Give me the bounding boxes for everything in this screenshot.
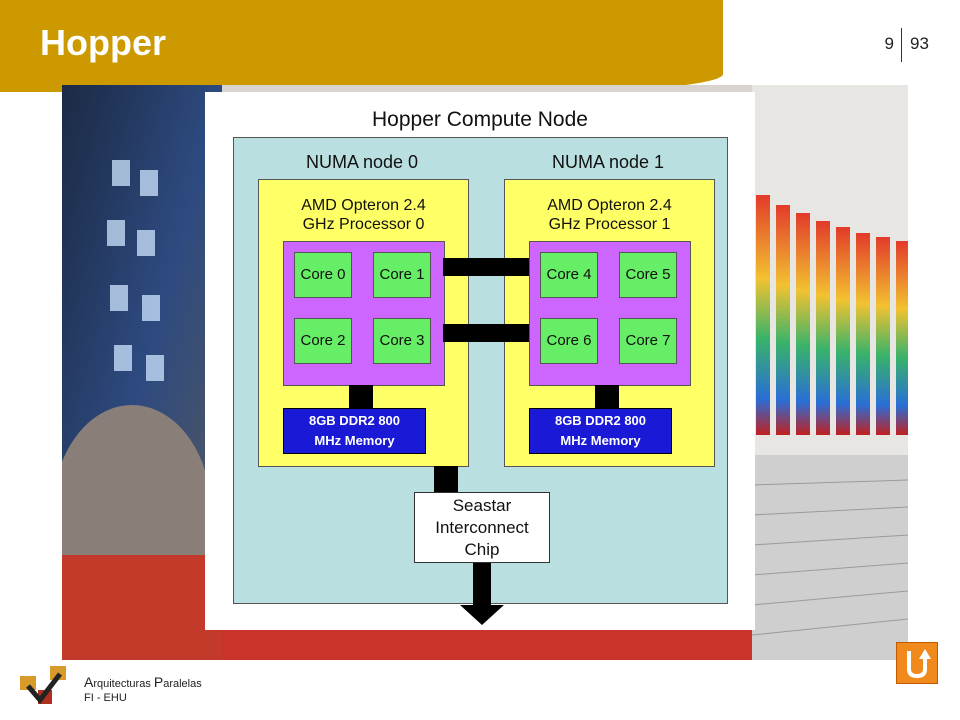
chip-line2: Interconnect [435,518,529,537]
memory-1-box: 8GB DDR2 800 MHz Memory [529,408,672,454]
processor-0-line1: AMD Opteron 2.4 [301,197,426,214]
page-divider [901,28,902,62]
processor-1-line2: GHz Processor 1 [548,216,671,233]
processor-link-bottom [443,324,529,342]
footer-institution: FI - EHU [84,692,127,704]
diagram-title: Hopper Compute Node [372,108,588,131]
memory-0-line2: MHz Memory [314,433,395,448]
page-total: 93 [910,34,929,53]
header-band [0,0,723,92]
return-button[interactable] [896,642,938,684]
core-group-1: Core 4 Core 5 Core 6 Core 7 [529,241,691,386]
core-4: Core 4 [540,252,598,298]
seastar-chip-box: Seastar Interconnect Chip [414,492,550,563]
processor-0-label: AMD Opteron 2.4 GHz Processor 0 [259,196,468,234]
memory-1-line2: MHz Memory [560,433,641,448]
down-arrow-icon [460,563,504,625]
chip-line3: Chip [464,540,500,559]
core-group-0: Core 0 Core 1 Core 2 Core 3 [283,241,445,386]
processor-1-box: AMD Opteron 2.4 GHz Processor 1 Core 4 C… [504,179,715,467]
processor-1-line1: AMD Opteron 2.4 [547,197,672,214]
processor-0-box: AMD Opteron 2.4 GHz Processor 0 Core 0 C… [258,179,469,467]
chip-line1: Seastar [452,496,512,515]
return-arrow-icon [907,649,931,679]
chip-link [434,466,458,492]
core-1: Core 1 [373,252,431,298]
slide-title: Hopper [40,22,166,63]
processor-0-line2: GHz Processor 0 [302,216,425,233]
core-5: Core 5 [619,252,677,298]
memory-link-0 [349,385,373,409]
memory-0-line1: 8GB DDR2 800 [308,413,401,428]
processor-link-top [443,258,529,276]
memory-0-box: 8GB DDR2 800 MHz Memory [283,408,426,454]
numa-node-1-label: NUMA node 1 [552,152,665,172]
compute-node-area: NUMA node 0 NUMA node 1 AMD Opteron 2.4 … [233,137,728,625]
memory-1-line1: 8GB DDR2 800 [554,413,647,428]
memory-link-1 [595,385,619,409]
checkmark-logo-icon [20,666,66,704]
core-3: Core 3 [373,318,431,364]
footer-course-name: Arquitecturas Paralelas [84,674,202,690]
processor-1-label: AMD Opteron 2.4 GHz Processor 1 [505,196,714,234]
numa-node-0-label: NUMA node 0 [306,152,419,172]
core-2: Core 2 [294,318,352,364]
core-0: Core 0 [294,252,352,298]
core-6: Core 6 [540,318,598,364]
page-current: 9 [884,34,894,53]
compute-node-diagram: Hopper Compute Node NUMA node 0 NUMA nod… [205,92,755,630]
core-7: Core 7 [619,318,677,364]
